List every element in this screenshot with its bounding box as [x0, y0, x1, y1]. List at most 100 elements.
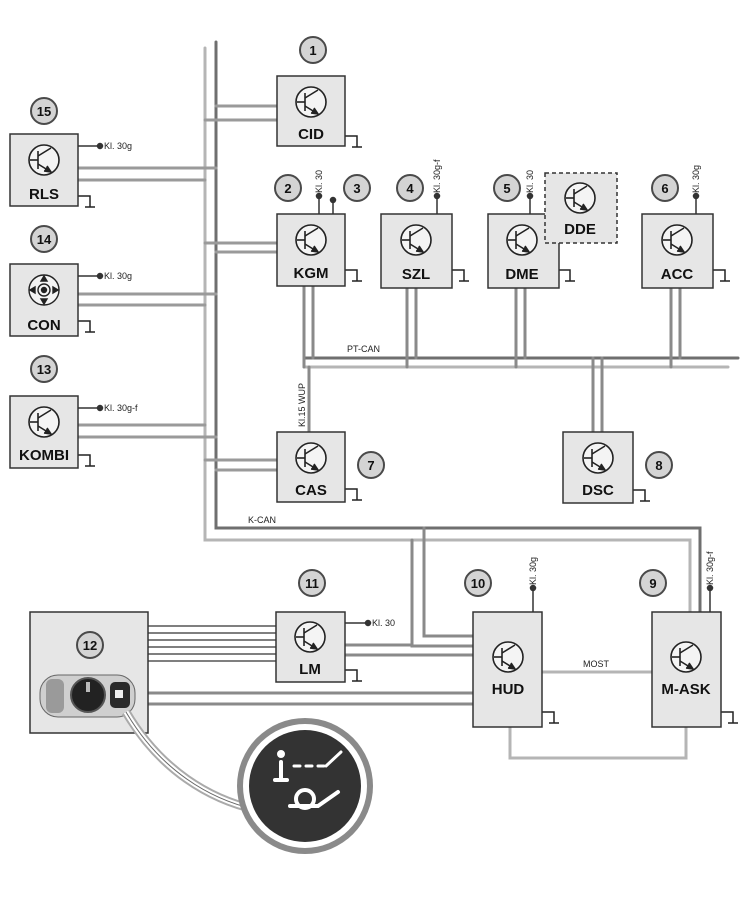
pt-can-drop-acc — [669, 285, 682, 369]
svg-text:14: 14 — [37, 232, 52, 247]
transistor-icon — [492, 641, 524, 673]
terminal-label-szl: Kl. 30g-f — [432, 159, 442, 193]
svg-text:7: 7 — [367, 458, 374, 473]
badge-7: 7 — [357, 451, 385, 479]
transistor-icon — [670, 641, 702, 673]
svg-text:6: 6 — [661, 181, 668, 196]
light-switch-icon — [39, 674, 136, 718]
module-cid: CID — [276, 75, 346, 147]
module-lm: LM — [275, 611, 346, 683]
terminal-label-mask: Kl. 30g-f — [705, 551, 715, 585]
transistor-icon — [295, 224, 327, 256]
badge-9: 9 — [639, 569, 667, 597]
transistor-icon — [28, 406, 60, 438]
wire-kombi — [76, 423, 218, 439]
svg-text:3: 3 — [353, 181, 360, 196]
wire-cas — [203, 458, 279, 472]
function-icon-bg — [249, 730, 361, 842]
wire-rls — [76, 166, 218, 182]
wire-lm-hud — [343, 643, 475, 657]
module-label: SZL — [402, 266, 430, 283]
module-label: KGM — [294, 265, 329, 282]
svg-text:13: 13 — [37, 362, 51, 377]
badge-15: 15 — [30, 97, 58, 125]
pt-can-drop-kgm — [302, 283, 315, 369]
module-label: DME — [505, 266, 538, 283]
dim-light-function-icon — [273, 750, 343, 810]
terminal-label-kombi: Kl. 30g-f — [104, 403, 138, 413]
module-mask: M-ASK — [651, 611, 722, 728]
controller-icon — [28, 274, 60, 306]
module-acc: ACC — [641, 213, 714, 289]
terminal-label-lm: Kl. 30 — [372, 618, 395, 628]
number-badges: 1 15 2 3 4 5 6 14 13 7 8 11 10 9 12 — [30, 36, 679, 659]
module-cas: CAS — [276, 431, 346, 503]
terminal-stubs — [78, 142, 714, 627]
wire-con — [76, 292, 218, 307]
transistor-icon — [400, 224, 432, 256]
module-rls: RLS — [9, 133, 79, 207]
transistor-icon — [661, 224, 693, 256]
transistor-icon — [506, 224, 538, 256]
module-szl: SZL — [380, 213, 453, 289]
wire-cid — [203, 104, 279, 122]
svg-text:12: 12 — [83, 638, 97, 653]
bus-label-most: MOST — [583, 659, 610, 669]
bus-label-k-can: K-CAN — [248, 515, 276, 525]
badge-8: 8 — [645, 451, 673, 479]
module-label: KOMBI — [19, 447, 69, 464]
badge-1: 1 — [299, 36, 327, 64]
module-label: M-ASK — [661, 681, 710, 698]
terminal-label-cas: Kl.15 WUP — [297, 383, 307, 427]
module-label: CAS — [295, 482, 327, 499]
ground-symbols — [78, 135, 738, 724]
transistor-icon — [582, 442, 614, 474]
svg-text:9: 9 — [649, 576, 656, 591]
module-dsc: DSC — [562, 431, 634, 504]
badge-6: 6 — [651, 174, 679, 202]
transistor-icon — [294, 621, 326, 653]
terminal-labels: Kl. 30g Kl. 30g Kl. 30g-f Kl. 30 Kl. 30 … — [104, 141, 715, 628]
badge-5: 5 — [493, 174, 521, 202]
svg-text:1: 1 — [309, 43, 316, 58]
badge-14: 14 — [30, 225, 58, 253]
module-label: DSC — [582, 482, 614, 499]
bus-label-pt-can: PT-CAN — [347, 344, 380, 354]
k-can-drop-hud — [410, 526, 475, 648]
module-label: LM — [299, 661, 321, 678]
badge-10: 10 — [464, 569, 492, 597]
wiring — [76, 40, 740, 760]
svg-text:10: 10 — [471, 576, 485, 591]
module-kgm: KGM — [276, 213, 346, 287]
transistor-icon — [295, 86, 327, 118]
svg-text:2: 2 — [284, 181, 291, 196]
pt-can-drop-szl — [405, 285, 418, 369]
svg-text:8: 8 — [655, 458, 662, 473]
badge-2: 2 — [274, 174, 302, 202]
terminal-label-hud: Kl. 30g — [528, 557, 538, 585]
module-con: CON — [9, 263, 79, 337]
transistor-icon — [295, 442, 327, 474]
terminal-label-con: Kl. 30g — [104, 271, 132, 281]
module-label: CON — [27, 317, 60, 334]
transistor-icon — [564, 182, 596, 214]
badge-11: 11 — [298, 569, 326, 597]
module-label: DDE — [564, 221, 596, 238]
wire-switch-hud — [146, 691, 475, 706]
terminal-label-dme: Kl. 30 — [525, 170, 535, 193]
module-label: CID — [298, 126, 324, 143]
pt-can-drop-dsc — [591, 356, 604, 434]
module-label: RLS — [29, 186, 59, 203]
badge-4: 4 — [396, 174, 424, 202]
switch-harness — [147, 625, 277, 662]
terminal-label-kgm: Kl. 30 — [314, 170, 324, 193]
badge-12: 12 — [76, 631, 104, 659]
svg-text:11: 11 — [305, 576, 319, 591]
badge-13: 13 — [30, 355, 58, 383]
svg-text:4: 4 — [406, 181, 414, 196]
wire-kgm — [203, 241, 279, 254]
svg-text:5: 5 — [503, 181, 510, 196]
k-can-trunk-dark — [214, 40, 702, 614]
badge-3: 3 — [343, 174, 371, 202]
